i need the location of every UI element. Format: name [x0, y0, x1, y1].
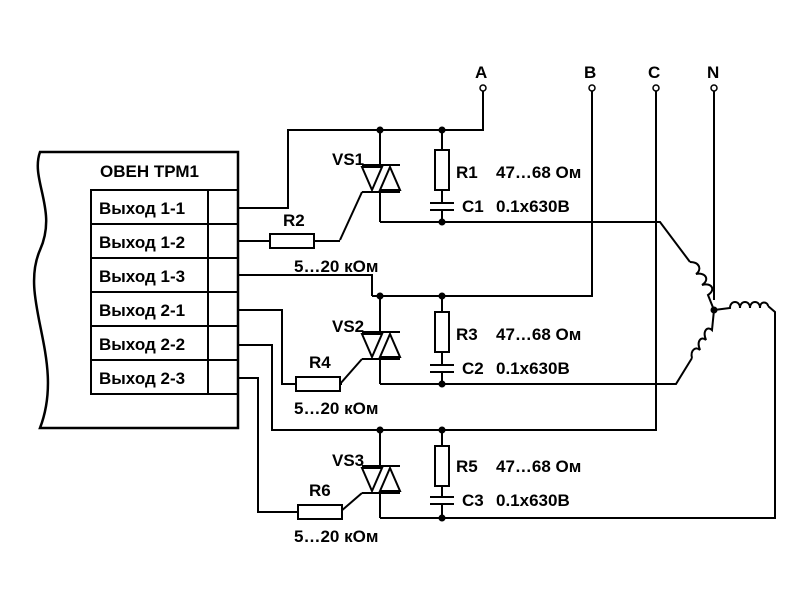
output-label: Выход 2-1: [99, 301, 185, 320]
resistor-r4: [295, 376, 341, 392]
stage-1: VS1 R2 5…20 кОм R1 47…68 Ом C1 0.1x630В: [238, 126, 691, 276]
wire-output-1-3: [238, 274, 373, 296]
resistor-r6: [297, 504, 343, 520]
resistor-r2: [269, 233, 315, 249]
output-label: Выход 2-2: [99, 335, 185, 354]
stage-3: VS3 R6 5…20 кОм R5 47…68 Ом C3 0.1x630В: [238, 305, 776, 546]
load-coil-1: [689, 261, 715, 311]
resistor-value: 5…20 кОм: [294, 257, 378, 276]
star-load: [689, 261, 769, 359]
output-label: Выход 1-2: [99, 233, 185, 252]
terminal-node-n: [710, 84, 718, 92]
triac-label: VS2: [332, 317, 364, 336]
triac-label: VS1: [332, 150, 364, 169]
output-label: Выход 2-3: [99, 369, 185, 388]
output-label: Выход 1-3: [99, 267, 185, 286]
triac-vs2: [339, 296, 402, 385]
load-coil-3: [713, 301, 769, 311]
resistor-value: 5…20 кОм: [294, 399, 378, 418]
output-label: Выход 1-1: [99, 199, 185, 218]
phase-b-line: [442, 91, 593, 297]
resistor-value: 5…20 кОм: [294, 527, 378, 546]
phase-a-line: [442, 91, 484, 131]
resistor-value: 47…68 Ом: [496, 163, 581, 182]
capacitor-label: C3: [462, 491, 484, 510]
stage-2: VS2 R4 5…20 кОм R3 47…68 Ом C2 0.1x630В: [238, 292, 693, 418]
triac-label: VS3: [332, 451, 364, 470]
terminal-node-b: [588, 84, 596, 92]
terminal-label-a: A: [475, 63, 487, 82]
star-point: [710, 306, 718, 314]
triac-vs1: [339, 130, 402, 241]
device-outline: [32, 150, 240, 430]
capacitor-value: 0.1x630В: [496, 197, 570, 216]
terminal-label-b: B: [584, 63, 596, 82]
supply-terminals: A B C N: [475, 63, 719, 92]
capacitor-value: 0.1x630В: [496, 359, 570, 378]
resistor-label: R6: [309, 481, 331, 500]
capacitor-label: C1: [462, 197, 484, 216]
resistor-value: 47…68 Ом: [496, 325, 581, 344]
terminal-node-a: [479, 84, 487, 92]
device-title: ОВЕН ТРМ1: [100, 162, 199, 181]
load-coil-2: [690, 309, 715, 359]
resistor-label: R1: [456, 163, 478, 182]
resistor-label: R5: [456, 457, 478, 476]
resistor-r1: [434, 149, 450, 191]
terminal-label-c: C: [648, 63, 660, 82]
triac-vs3: [339, 430, 402, 518]
resistor-label: R2: [283, 211, 305, 230]
resistor-value: 47…68 Ом: [496, 457, 581, 476]
capacitor-label: C2: [462, 359, 484, 378]
device-block: ОВЕН ТРМ1 Выход 1-1 Выход 1-2 Выход 1-3 …: [32, 150, 240, 430]
phase-c-line: [442, 91, 657, 431]
resistor-label: R4: [309, 353, 331, 372]
resistor-label: R3: [456, 325, 478, 344]
resistor-r5: [434, 445, 450, 487]
terminal-node-c: [652, 84, 660, 92]
capacitor-value: 0.1x630В: [496, 491, 570, 510]
terminal-label-n: N: [707, 63, 719, 82]
resistor-r3: [434, 311, 450, 353]
